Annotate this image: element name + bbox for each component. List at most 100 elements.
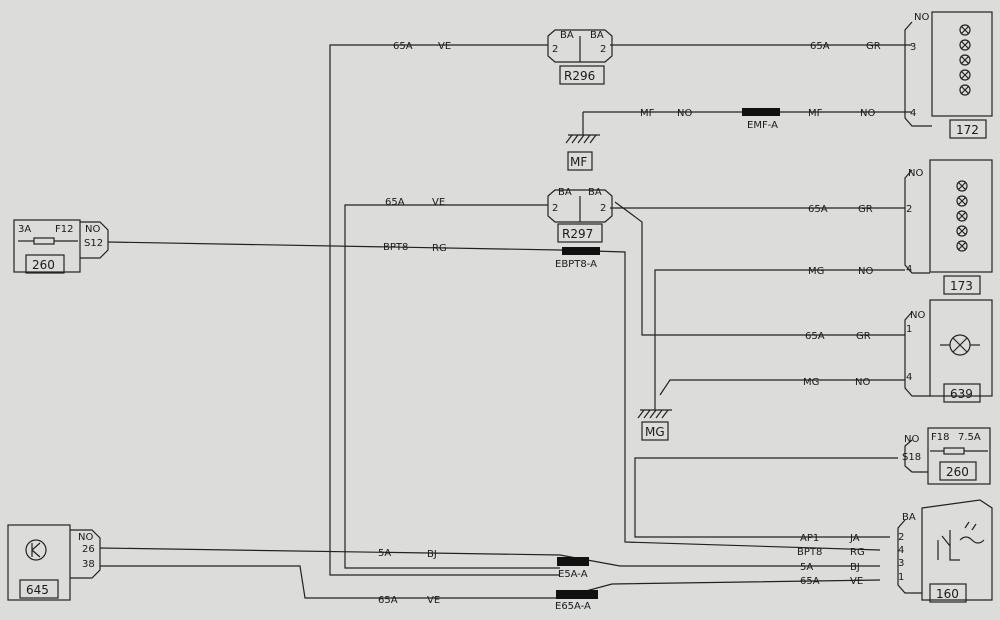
f12-fuse: F12 bbox=[55, 224, 73, 235]
splice-ebpt8-label: EBPT8-A bbox=[555, 259, 597, 270]
wire-label-code: AP1 bbox=[800, 533, 819, 544]
wire-label-color: RG bbox=[850, 547, 865, 558]
wire-65a-ve-top bbox=[329, 44, 560, 576]
wire-label-code: 65A bbox=[800, 576, 820, 587]
fuse-icon bbox=[33, 237, 55, 245]
lamp-icon bbox=[940, 334, 980, 356]
wire-label-color: NO bbox=[860, 108, 875, 119]
wire-65a-ve-left bbox=[100, 565, 881, 599]
wire-label-color: VE bbox=[438, 41, 451, 52]
wire-mg-173 bbox=[654, 269, 905, 410]
r297-ba-right: BA bbox=[588, 187, 602, 198]
wire-label-color: VE bbox=[850, 576, 863, 587]
wire-5a-bj-left bbox=[99, 547, 880, 567]
wire-label-code: BPT8 bbox=[797, 547, 822, 558]
f12-no: NO bbox=[85, 224, 100, 235]
wire-label-color: NO bbox=[855, 377, 870, 388]
wire-label-color: GR bbox=[866, 41, 881, 52]
wire-label-code: 65A bbox=[393, 41, 413, 52]
c645-pin-26: 26 bbox=[82, 544, 95, 555]
r297-ba-left: BA bbox=[558, 187, 572, 198]
wire-label-code: 65A bbox=[378, 595, 398, 606]
f18-id: 260 bbox=[946, 465, 969, 479]
wire-label-code: BPT8 bbox=[383, 242, 408, 253]
wire-label-color: BJ bbox=[427, 549, 437, 560]
c160-pin-4: 4 bbox=[898, 545, 904, 556]
f18-fuse: F18 bbox=[931, 432, 949, 443]
c639-pin-1: 1 bbox=[906, 324, 912, 335]
wire-label-color: JA bbox=[849, 533, 860, 544]
splice-emf bbox=[742, 108, 780, 116]
splices: EMF-A EBPT8-A E5A-A E65A-A bbox=[555, 108, 780, 612]
connector-r297: BA BA 2 2 R297 bbox=[547, 187, 613, 243]
fuse-260-left: 3A F12 NO S12 260 bbox=[13, 219, 109, 274]
splice-e65a bbox=[556, 590, 598, 599]
c639-pin-4: 4 bbox=[906, 372, 912, 383]
wire-65a-ve-mid bbox=[344, 204, 560, 569]
wire-label-color: GR bbox=[858, 204, 873, 215]
r297-id: R297 bbox=[562, 227, 593, 241]
r297-pin-right: 2 bbox=[600, 203, 606, 214]
component-645: NO 26 38 645 bbox=[7, 524, 101, 601]
splice-emf-label: EMF-A bbox=[747, 120, 778, 131]
wire-label-code: 65A bbox=[805, 331, 825, 342]
r297-pin-left: 2 bbox=[552, 203, 558, 214]
wires bbox=[99, 44, 912, 599]
c160-pin-1: 1 bbox=[898, 572, 904, 583]
splice-ebpt8 bbox=[562, 247, 600, 255]
f12-id: 260 bbox=[32, 258, 55, 272]
f12-rating: 3A bbox=[18, 224, 31, 235]
c173-pin-2: 2 bbox=[906, 204, 912, 215]
wire-label-color: BJ bbox=[850, 562, 860, 573]
wire-label-code: MG bbox=[803, 377, 819, 388]
c172-no: NO bbox=[914, 12, 929, 23]
sensor-icon bbox=[25, 539, 47, 561]
fuse-260-right: NO S18 F18 7.5A 260 bbox=[902, 427, 991, 485]
wire-labels: 65A VE 65A GR MF NO MF NO 65A VE 65A GR … bbox=[378, 41, 881, 606]
ground-mf: MF bbox=[565, 134, 600, 171]
c645-pin-38: 38 bbox=[82, 559, 95, 570]
wire-label-color: RG bbox=[432, 243, 447, 254]
c645-no: NO bbox=[78, 532, 93, 543]
wire-65a-gr-639 bbox=[614, 201, 905, 336]
r296-pin-left: 2 bbox=[552, 44, 558, 55]
component-160: BA 2 4 3 1 160 bbox=[897, 499, 993, 603]
c160-pin-2: 2 bbox=[898, 532, 904, 543]
c173-pin-4: 4 bbox=[906, 264, 912, 275]
wire-label-color: NO bbox=[858, 266, 873, 277]
c173-no: NO bbox=[908, 168, 923, 179]
splice-e65a-label: E65A-A bbox=[555, 601, 591, 612]
wire-mg-639 bbox=[659, 379, 905, 396]
c160-pin-3: 3 bbox=[898, 558, 904, 569]
r296-ba-right: BA bbox=[590, 30, 604, 41]
wire-label-code: MG bbox=[808, 266, 824, 277]
connector-r296: BA BA 2 2 R296 bbox=[547, 29, 613, 85]
splice-e5a bbox=[557, 557, 589, 566]
wire-label-code: 5A bbox=[378, 548, 391, 559]
wire-label-code: MF bbox=[640, 108, 655, 119]
c160-id: 160 bbox=[936, 587, 959, 601]
r296-id: R296 bbox=[564, 69, 595, 83]
wire-bpt8-rg-top bbox=[107, 241, 881, 551]
f18-rating: 7.5A bbox=[958, 432, 981, 443]
wire-label-code: MF bbox=[808, 108, 823, 119]
wire-label-color: GR bbox=[856, 331, 871, 342]
wire-label-code: 65A bbox=[385, 197, 405, 208]
component-639: NO 1 4 639 bbox=[904, 299, 993, 403]
c160-ba: BA bbox=[902, 512, 916, 523]
wire-label-code: 5A bbox=[800, 562, 813, 573]
component-172: NO 3 4 172 bbox=[904, 11, 993, 139]
c172-pin-4: 4 bbox=[910, 108, 916, 119]
wire-label-color: NO bbox=[677, 108, 692, 119]
component-173: NO 2 4 173 bbox=[904, 159, 993, 295]
switch-icon bbox=[937, 521, 985, 561]
wire-label-code: 65A bbox=[810, 41, 830, 52]
splice-e5a-label: E5A-A bbox=[558, 569, 588, 580]
ground-mf-label: MF bbox=[570, 155, 587, 169]
c172-id: 172 bbox=[956, 123, 979, 137]
c172-pin-3: 3 bbox=[910, 42, 916, 53]
fuse-icon bbox=[943, 447, 965, 455]
c639-no: NO bbox=[910, 310, 925, 321]
f18-slot: S18 bbox=[902, 452, 921, 463]
